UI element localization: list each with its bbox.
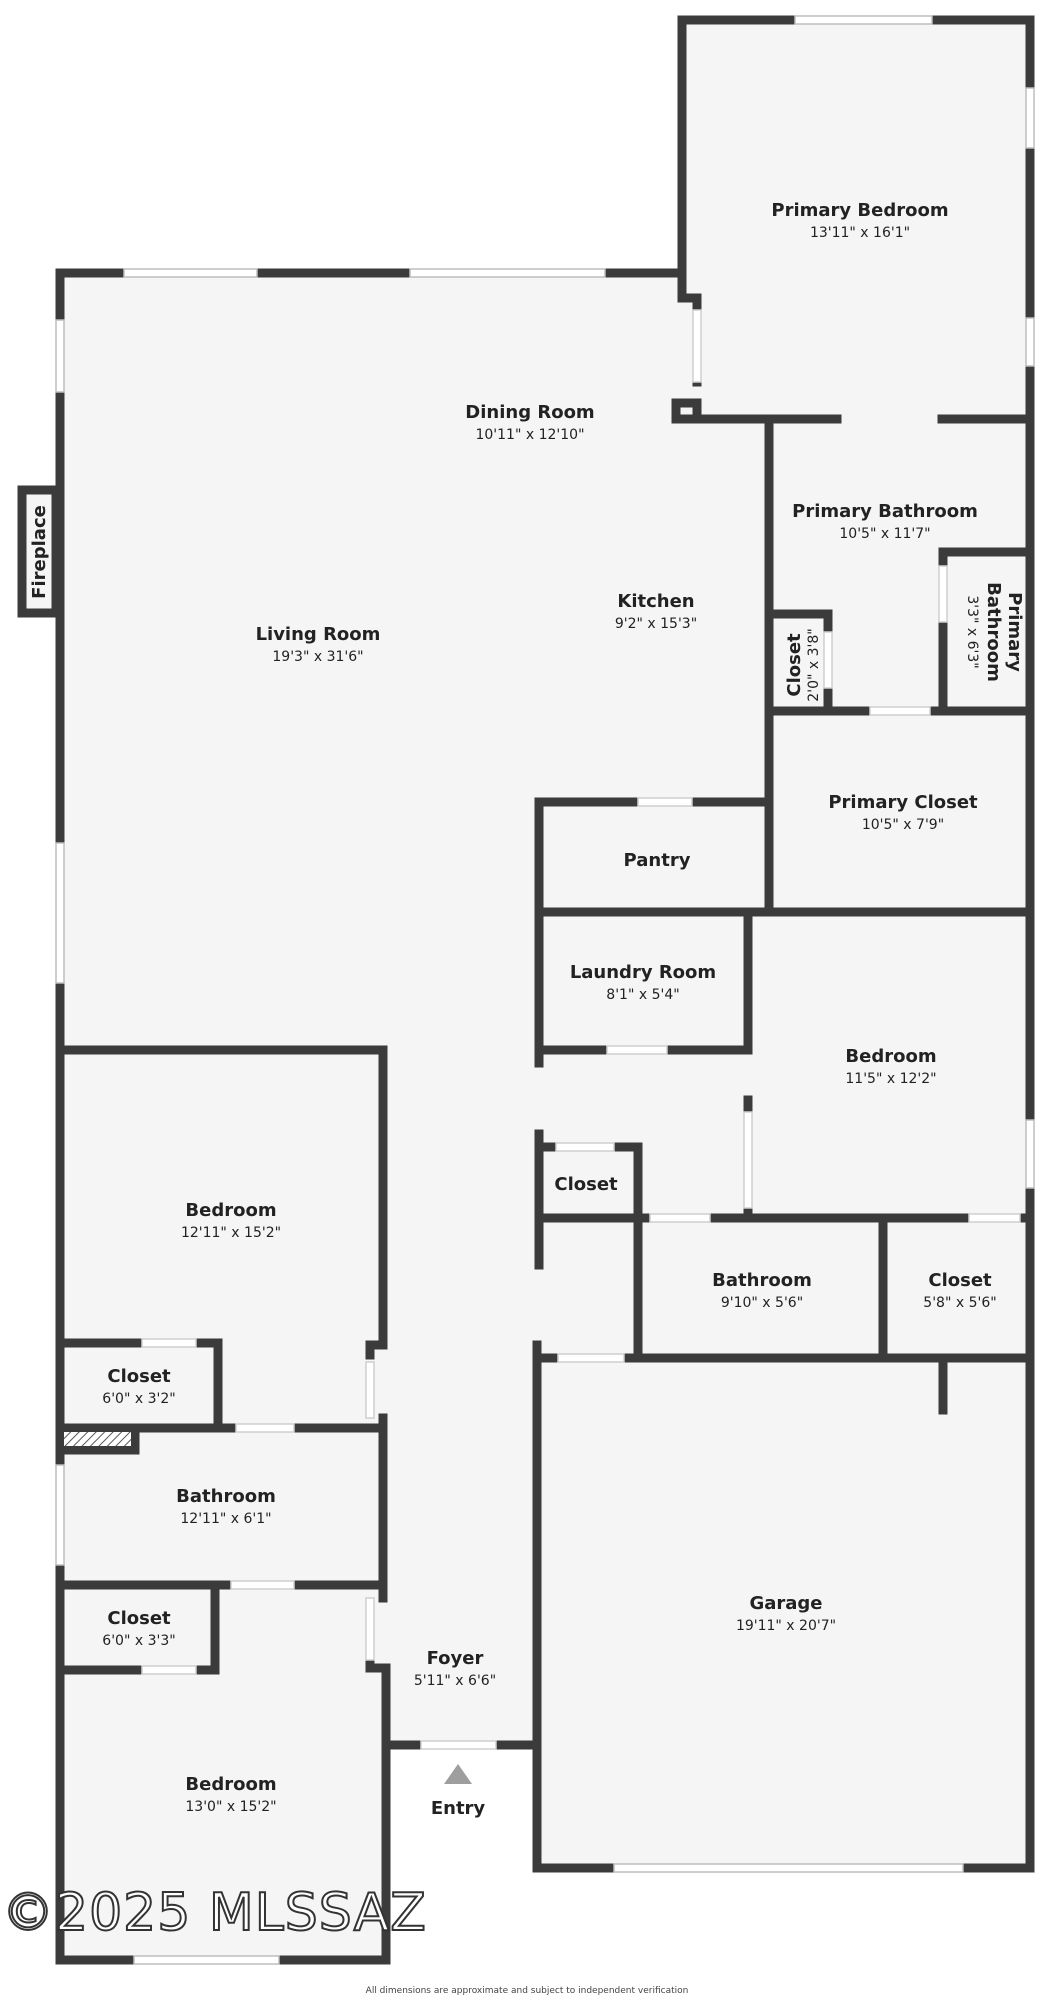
room-name: Pantry xyxy=(624,850,691,871)
windows xyxy=(55,15,1035,1965)
room-dimensions: 12'11" x 6'1" xyxy=(180,1511,271,1527)
room-dimensions: 5'11" x 6'6" xyxy=(414,1673,496,1689)
room-dimensions: 6'0" x 3'3" xyxy=(102,1633,175,1649)
room-name: Primary Bathroom xyxy=(792,501,978,522)
room-name: Garage xyxy=(749,1593,822,1614)
watermark: ©2025 MLSSAZ xyxy=(2,1883,427,1943)
door-openings xyxy=(141,309,1021,1750)
room-bedroom-south: Bedroom 13'0" x 15'2" xyxy=(185,1774,276,1815)
room-dimensions: 10'5" x 7'9" xyxy=(862,817,944,833)
room-dimensions: 11'5" x 12'2" xyxy=(845,1071,936,1087)
room-dimensions: 13'0" x 15'2" xyxy=(185,1799,276,1815)
room-name: Primary Bedroom xyxy=(771,200,948,221)
disclaimer-footer: All dimensions are approximate and subje… xyxy=(366,1986,689,1996)
room-name: Laundry Room xyxy=(570,962,716,983)
room-dimensions: 19'11" x 20'7" xyxy=(736,1618,836,1634)
room-name: Closet xyxy=(784,633,805,697)
room-name: Bathroom xyxy=(176,1486,276,1507)
room-closet-west-a: Closet 6'0" x 3'2" xyxy=(102,1366,175,1407)
room-bedroom-east: Bedroom 11'5" x 12'2" xyxy=(845,1046,936,1087)
room-name: Primary Closet xyxy=(828,792,978,813)
room-dimensions: 3'3" x 6'3" xyxy=(964,595,980,668)
room-dimensions: 13'11" x 16'1" xyxy=(810,225,910,241)
room-labels: Primary Bedroom 13'11" x 16'1" Dining Ro… xyxy=(29,200,1025,1819)
room-primary-bedroom: Primary Bedroom 13'11" x 16'1" xyxy=(771,200,948,241)
room-name: Foyer xyxy=(427,1648,484,1669)
room-dimensions: 6'0" x 3'2" xyxy=(102,1391,175,1407)
room-closet-west-b: Closet 6'0" x 3'3" xyxy=(102,1608,175,1649)
room-name: Closet xyxy=(107,1608,171,1629)
room-fireplace: Fireplace xyxy=(29,505,50,599)
room-dimensions: 10'11" x 12'10" xyxy=(475,427,584,443)
room-foyer: Foyer 5'11" x 6'6" xyxy=(414,1648,496,1689)
room-kitchen: Kitchen 9'2" x 15'3" xyxy=(615,591,697,632)
room-dining-room: Dining Room 10'11" x 12'10" xyxy=(465,402,594,443)
room-name: Closet xyxy=(107,1366,171,1387)
room-garage: Garage 19'11" x 20'7" xyxy=(736,1593,836,1634)
room-dimensions: 12'11" x 15'2" xyxy=(181,1225,281,1241)
floor-fills xyxy=(22,20,1030,1960)
room-dimensions: 9'10" x 5'6" xyxy=(721,1295,803,1311)
room-name: Bathroom xyxy=(712,1270,812,1291)
room-closet-hall: Closet xyxy=(554,1174,618,1195)
room-name: Living Room xyxy=(256,624,381,645)
room-closet-primary-bath: Closet 2'0" x 3'8" xyxy=(784,628,822,701)
room-closet-east: Closet 5'8" x 5'6" xyxy=(923,1270,996,1311)
walls xyxy=(17,15,1035,1965)
room-name: Closet xyxy=(554,1174,618,1195)
room-bedroom-west: Bedroom 12'11" x 15'2" xyxy=(181,1200,281,1241)
room-name: Closet xyxy=(928,1270,992,1291)
room-pantry: Pantry xyxy=(624,850,691,871)
room-name-line2: Bathroom xyxy=(983,582,1004,682)
room-name: Dining Room xyxy=(465,402,594,423)
room-name: Bedroom xyxy=(185,1200,276,1221)
room-primary-bathroom: Primary Bathroom 10'5" x 11'7" xyxy=(792,501,978,542)
room-living-room: Living Room 19'3" x 31'6" xyxy=(256,624,381,665)
room-name-line1: Primary xyxy=(1004,592,1025,672)
room-name: Bedroom xyxy=(845,1046,936,1067)
room-laundry-room: Laundry Room 8'1" x 5'4" xyxy=(570,962,716,1003)
room-primary-closet: Primary Closet 10'5" x 7'9" xyxy=(828,792,978,833)
room-dimensions: 10'5" x 11'7" xyxy=(839,526,930,542)
room-name: Fireplace xyxy=(29,505,50,599)
entry-arrow-icon xyxy=(444,1764,472,1784)
entry-label: Entry xyxy=(431,1798,486,1819)
room-dimensions: 2'0" x 3'8" xyxy=(806,628,822,701)
room-dimensions: 5'8" x 5'6" xyxy=(923,1295,996,1311)
room-primary-bathroom-small: Primary Bathroom 3'3" x 6'3" xyxy=(964,582,1025,682)
room-bathroom-west: Bathroom 12'11" x 6'1" xyxy=(176,1486,276,1527)
room-dimensions: 9'2" x 15'3" xyxy=(615,616,697,632)
room-dimensions: 8'1" x 5'4" xyxy=(606,987,679,1003)
room-name: Bedroom xyxy=(185,1774,276,1795)
room-name: Kitchen xyxy=(617,591,694,612)
room-dimensions: 19'3" x 31'6" xyxy=(272,649,363,665)
room-bathroom-center: Bathroom 9'10" x 5'6" xyxy=(712,1270,812,1311)
